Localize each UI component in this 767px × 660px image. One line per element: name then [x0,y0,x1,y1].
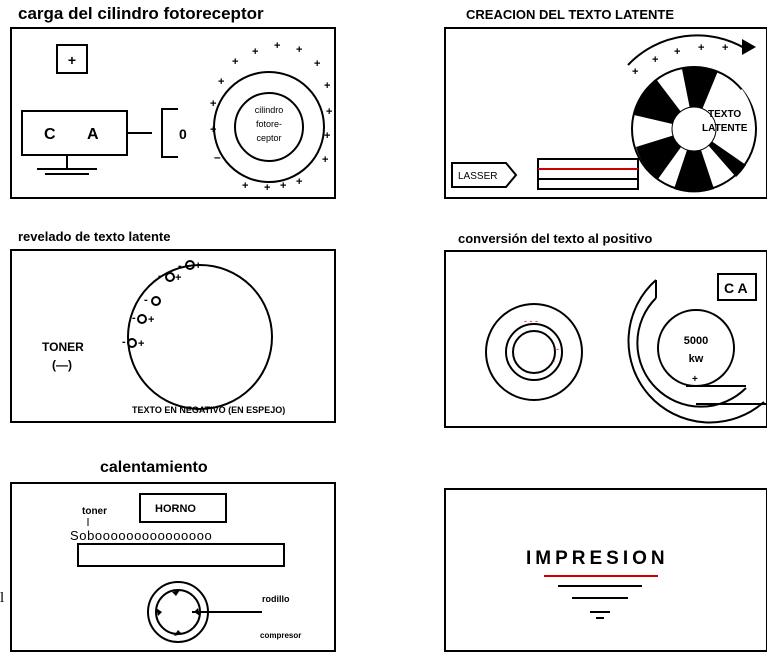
photoreceptor-cylinder [234,92,304,162]
toner-label-small: toner [82,506,107,517]
svg-text:-: - [178,260,182,272]
svg-text:+: + [218,76,224,88]
rotation-arrows [156,590,200,636]
svg-text:+: + [296,44,302,56]
svg-text:+: + [698,42,704,54]
panel-positive-conversion: - - - - - C A 5000 kw + [444,250,767,428]
cylinder-label-3: ceptor [256,133,281,143]
charge-plus-signs: + + + + + + + + + + + + + + + + [210,40,332,194]
ca-label-2: C A [724,280,748,296]
panel-title-charging: carga del cilindro fotoreceptor [18,4,264,23]
oven [139,493,227,523]
heating-diagram: toner HORNO Sobooooooooooooooo rodillo c… [70,493,301,643]
charging-diagram: + C A 0 cilindro fotore- ceptor + + + + … [21,40,332,194]
printing-label: IMPRESION [526,548,669,569]
svg-text:+: + [252,46,258,58]
svg-text:+: + [264,182,270,194]
panel-latent-text: + + + + + TEXTO LATENTE LASSER [444,27,767,199]
photoreceptor-outer [213,71,325,183]
toner-particles: -+ -+ - -+ -+ [122,260,201,350]
paper-ring-outer [485,303,583,401]
plus-box [56,44,88,74]
laser-emitter [451,162,518,188]
svg-text:-: - [556,344,559,354]
svg-text:-: - [132,312,136,324]
svg-text:- - -: - - - [524,316,538,326]
svg-text:+: + [195,260,201,272]
svg-text:+: + [210,124,216,136]
laser-label: LASSER [458,171,497,182]
ring-minus-signs: - - - - - [524,316,559,366]
negative-text-caption: TEXTO EN NEGATIVO (EN ESPEJO) [132,405,285,415]
printing-diagram: IMPRESION [526,548,669,619]
margin-mark: l [0,590,5,606]
panel-title-development: revelado de texto latente [18,229,171,244]
paper-sheet [77,543,285,567]
charge-electrode [161,108,178,158]
svg-text:-: - [144,294,148,306]
development-cylinder [127,264,273,410]
panel-development: -+ -+ - -+ -+ TONER (—) TEXTO EN NEGATIV… [10,249,336,423]
drum-hub [671,106,717,152]
voltage-value: 5000 [684,335,708,347]
roller-label: rodillo [262,594,290,604]
ca-source-box [21,110,128,156]
svg-text:+: + [652,54,658,66]
toner-label: TONER [42,340,84,354]
rotation-arc [627,34,747,66]
latent-text-diagram: + + + + + TEXTO LATENTE LASSER [451,34,757,193]
latent-text-label-1: TEXTO [708,109,741,120]
svg-text:+: + [232,56,238,68]
laser-beam [537,158,639,190]
panel-heating: toner HORNO Sobooooooooooooooo rodillo c… [10,482,336,652]
positive-conversion-diagram: - - - - - C A 5000 kw + [485,273,766,424]
svg-text:+: + [280,180,286,192]
development-diagram: -+ -+ - -+ -+ TONER (—) TEXTO EN NEGATIV… [42,260,285,415]
svg-text:+: + [722,42,728,54]
compressor-label: compresor [260,631,301,640]
ca-source-box-2 [717,273,757,301]
oven-label: HORNO [155,503,196,515]
panel-printing: IMPRESION [444,488,767,652]
svg-text:+: + [148,314,154,326]
svg-text:+: + [632,66,638,78]
svg-text:+: + [175,272,181,284]
svg-text:-: - [122,336,126,348]
svg-text:+: + [210,98,216,110]
toner-beads: Sobooooooooooooooo [70,528,212,543]
ca-label-a: A [87,126,99,143]
svg-text:+: + [296,176,302,188]
svg-text:+: + [138,338,144,350]
svg-text:+: + [322,154,328,166]
panel-title-latent-text: CREACION DEL TEXTO LATENTE [466,7,675,22]
rotation-arrowhead [742,39,756,55]
ca-label-c: C [44,126,56,143]
panel-charging: + C A 0 cilindro fotore- ceptor + + + + … [10,27,336,199]
plus-box-sign: + [68,52,76,68]
transfer-corona-outer [627,279,765,424]
svg-text:+: + [274,40,280,52]
toner-charge: (—) [52,358,72,372]
voltage-unit: kw [689,353,704,365]
paper-ring-inner [505,323,563,381]
latent-text-label-2: LATENTE [702,123,748,134]
cylinder-label-2: fotore- [256,119,282,129]
svg-text:+: + [326,106,332,118]
svg-text:+: + [324,80,330,92]
svg-text:+: + [242,180,248,192]
svg-text:+: + [674,46,680,58]
svg-text:+: + [314,58,320,70]
svg-text:-: - [158,270,162,282]
cylinder-label-1: cilindro [255,105,284,115]
electrode-zero: 0 [179,126,187,142]
svg-text:+: + [324,130,330,142]
svg-text:–: – [214,150,221,164]
svg-text:+: + [692,374,698,385]
svg-text:-: - [552,356,555,366]
panel-title-heating: calentamiento [100,459,208,476]
arc-plus-signs: + + + + + [632,42,728,78]
panel-title-positive-conversion: conversión del texto al positivo [458,231,653,246]
